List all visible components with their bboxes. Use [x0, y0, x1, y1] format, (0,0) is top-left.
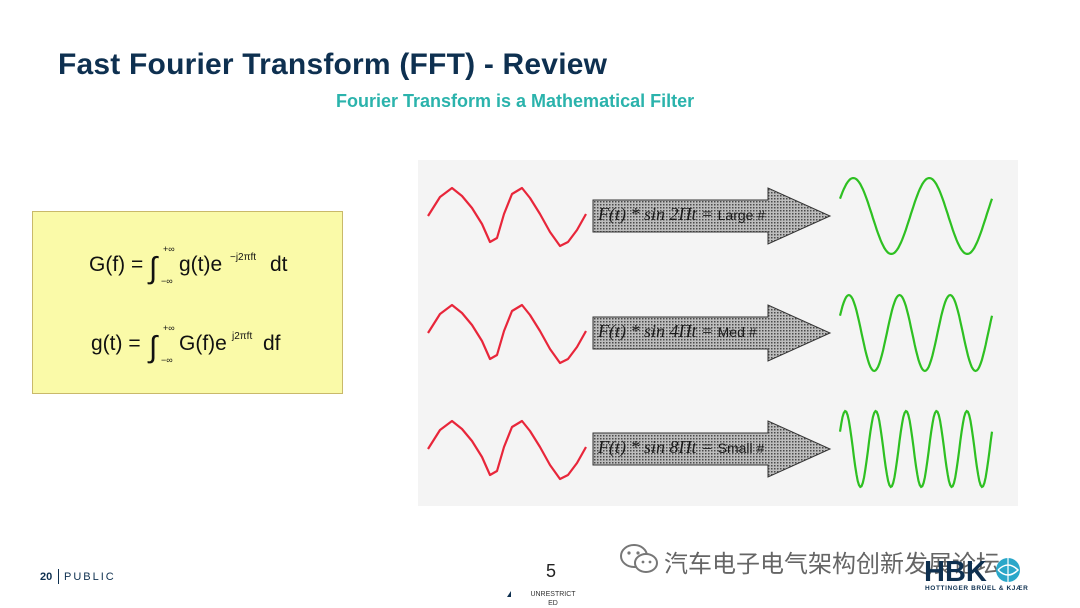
page-number: 20	[40, 571, 53, 583]
output-sine-wave	[838, 293, 994, 373]
slide-title: Fast Fourier Transform (FFT) - Review	[58, 48, 608, 81]
formula-inverse-exp: j2πft	[231, 331, 252, 342]
formula-forward-exp: −j2πft	[230, 252, 256, 263]
arrow-expression: F(t) * sin 8Πt =	[598, 437, 718, 457]
arrow-result: Med #	[717, 324, 757, 340]
arrow-expression: F(t) * sin 2Πt =	[598, 204, 718, 224]
formula-forward-integrand: g(t)e	[179, 253, 222, 276]
filter-arrow	[592, 187, 832, 245]
formula-forward-lower: −∞	[161, 276, 173, 286]
formula-forward-tail: dt	[270, 253, 288, 276]
formula-box: G(f) = ∫ +∞ −∞ g(t)e −j2πft dt g(t) = ∫ …	[32, 211, 343, 394]
integral-sign: ∫	[147, 252, 159, 285]
formula-forward-lhs: G(f) =	[89, 253, 143, 276]
watermark-text: 汽车电子电气架构创新发展论坛	[664, 551, 1000, 578]
formula-inverse-upper: +∞	[163, 323, 175, 333]
filter-arrow	[592, 304, 832, 362]
formula-inverse-lhs: g(t) =	[91, 332, 141, 355]
input-signal-wave	[427, 419, 587, 481]
input-signal-wave	[427, 303, 587, 365]
input-signal-wave	[427, 186, 587, 248]
formula-inverse-lower: −∞	[161, 355, 173, 365]
formula-forward-upper: +∞	[163, 244, 175, 254]
unrestricted-label: UNRESTRICT ED	[530, 591, 576, 607]
integral-sign: ∫	[147, 331, 159, 364]
output-sine-wave	[838, 409, 994, 489]
footer-divider	[58, 569, 59, 584]
classification-label: PUBLIC	[64, 571, 116, 583]
slide-subtitle: Fourier Transform is a Mathematical Filt…	[336, 91, 695, 111]
arrow-label: F(t) * sin 2Πt = Large #	[598, 204, 765, 225]
formula-inverse-tail: df	[263, 332, 281, 355]
formula-svg: G(f) = ∫ +∞ −∞ g(t)e −j2πft dt g(t) = ∫ …	[89, 244, 288, 365]
slide-number: 5	[546, 561, 557, 581]
output-sine-wave	[838, 177, 994, 255]
logo-text: HBK	[924, 556, 987, 586]
arrow-result: Small #	[717, 440, 765, 456]
arrow-label: F(t) * sin 8Πt = Small #	[598, 437, 764, 458]
logo-subtext: HOTTINGER BRÜEL & KJÆR	[925, 585, 1029, 592]
wechat-icon	[620, 544, 658, 573]
arrow-label: F(t) * sin 4Πt = Med #	[598, 321, 757, 342]
arrow-expression: F(t) * sin 4Πt =	[598, 321, 718, 341]
formula-inverse-integrand: G(f)e	[179, 332, 227, 355]
arrow-result: Large #	[717, 207, 766, 223]
hbk-logo: HBK	[924, 556, 1020, 586]
filter-arrow	[592, 420, 832, 478]
triangle-icon	[507, 591, 511, 597]
